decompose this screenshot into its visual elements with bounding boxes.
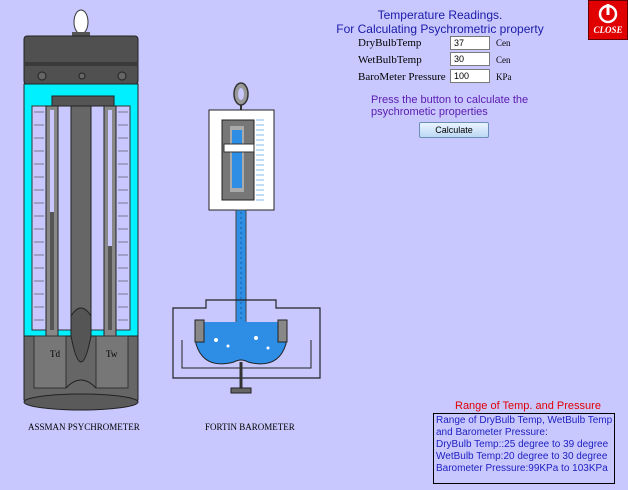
barometer-caption: FORTIN BAROMETER [205,422,295,432]
wetbulb-input[interactable] [450,52,490,66]
power-icon [598,4,618,24]
range-line1: Range of DryBulb Temp, WetBulb Temp [436,415,613,426]
range-line2: and Barometer Pressure: [436,427,548,438]
instruction-text: Press the button to calculate the psychr… [371,94,528,118]
instruction-line1: Press the button to calculate the [371,94,529,106]
close-label: CLOSE [593,25,623,35]
td-label: Td [50,349,60,359]
range-info-box: Range of DryBulb Temp, WetBulb Temp and … [433,413,615,484]
wetbulb-label: WetBulbTemp [358,54,422,66]
pressure-unit: KPa [496,72,512,82]
instruction-line2: psychrometic properties [371,106,488,118]
drybulb-input[interactable] [450,36,490,50]
range-line4: WetBulb Temp:20 degree to 30 degree [436,451,608,462]
range-title: Range of Temp. and Pressure [455,400,601,412]
wetbulb-unit: Cen [496,55,511,65]
title-line1: Temperature Readings. [377,8,503,22]
drybulb-unit: Cen [496,38,511,48]
psychrometer-caption: ASSMAN PSYCHROMETER [28,422,140,432]
range-line3: DryBulb Temp::25 degree to 39 degree [436,439,609,450]
tw-label: Tw [106,349,118,359]
title-line2: For Calculating Psychrometric property [336,22,544,36]
range-line5: Barometer Pressure:99KPa to 103KPa [436,463,608,474]
drybulb-label: DryBulbTemp [358,37,422,49]
calculate-button[interactable]: Calculate [419,122,489,138]
assman-psychrometer [23,9,139,411]
fortin-barometer [172,82,321,394]
close-button[interactable]: CLOSE [588,0,628,40]
pressure-label: BaroMeter Pressure [358,71,446,83]
pressure-input[interactable] [450,69,490,83]
